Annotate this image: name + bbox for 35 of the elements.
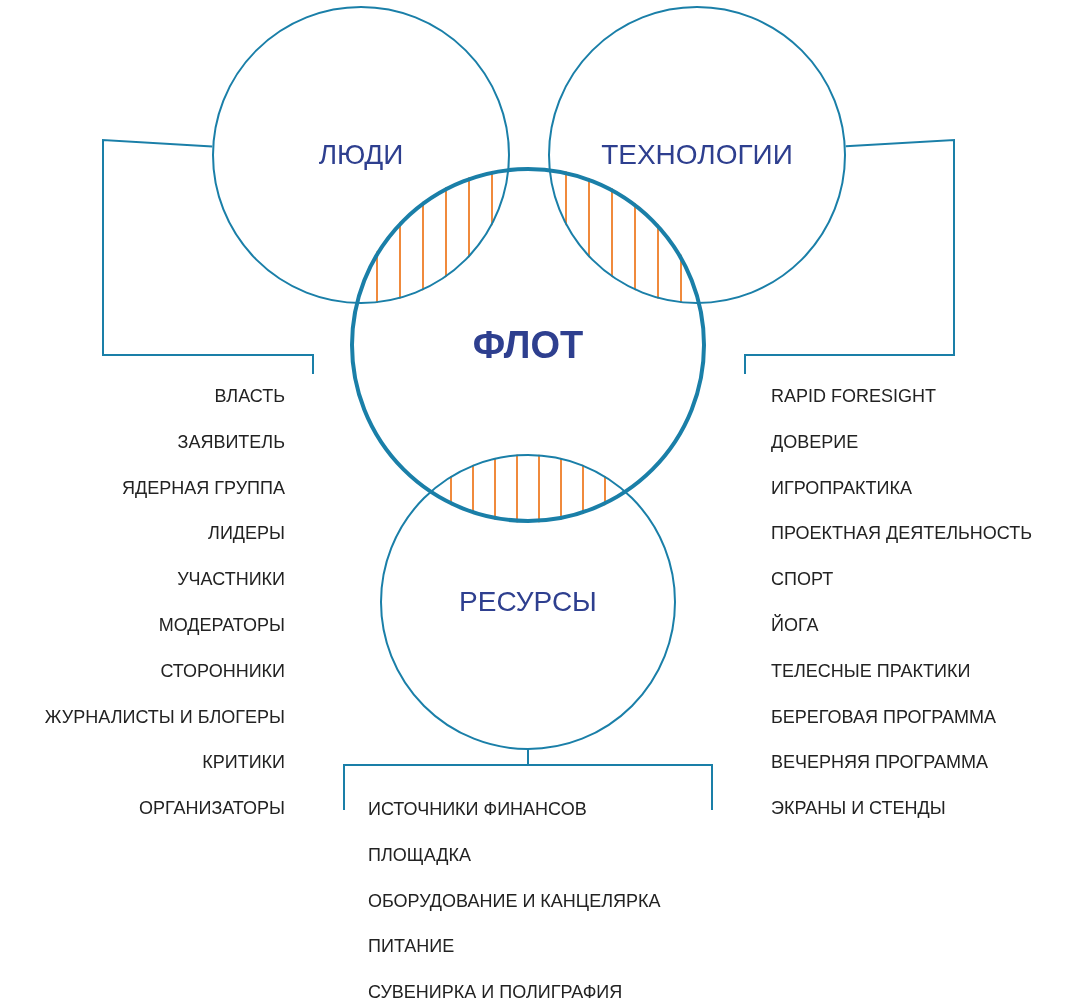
list-item: УЧАСТНИКИ <box>176 568 285 592</box>
list-item: ПРОЕКТНАЯ ДЕЯТЕЛЬНОСТЬ <box>771 522 1034 546</box>
bracket-connector <box>744 138 955 375</box>
list-item: ОБОРУДОВАНИЕ И КАНЦЕЛЯРКА <box>368 889 662 913</box>
venn-circle <box>548 6 846 304</box>
list-item: ВЛАСТЬ <box>213 385 285 408</box>
circle-label: РЕСУРСЫ <box>459 586 597 618</box>
list-item: СПОРТ <box>771 568 835 592</box>
list-item: ЯДЕРНАЯ ГРУППА <box>121 476 285 500</box>
list-item: ЙОГА <box>771 613 820 637</box>
list-item: КРИТИКИ <box>201 751 285 775</box>
list-item: ЛИДЕРЫ <box>207 522 285 546</box>
list-item: RAPID FORESIGHT <box>771 385 937 408</box>
circle-label: ЛЮДИ <box>318 139 404 171</box>
list-item: ЖУРНАЛИСТЫ И БЛОГЕРЫ <box>43 705 285 729</box>
list-item: БЕРЕГОВАЯ ПРОГРАММА <box>771 705 998 729</box>
list-item: СУВЕНИРКА И ПОЛИГРАФИЯ <box>368 981 624 1005</box>
list-item: ОРГАНИЗАТОРЫ <box>137 797 285 821</box>
venn-circle <box>380 454 676 750</box>
list-item: ВЕЧЕРНЯЯ ПРОГРАММА <box>771 751 990 775</box>
list-item: СТОРОННИКИ <box>159 659 285 683</box>
bracket-connector <box>343 749 713 811</box>
list-item: ЭКРАНЫ И СТЕНДЫ <box>771 797 947 821</box>
circle-label: ТЕХНОЛОГИИ <box>601 139 793 171</box>
venn-circle <box>212 6 510 304</box>
list-item: МОДЕРАТОРЫ <box>157 614 285 637</box>
list-item: ТЕЛЕСНЫЕ ПРАКТИКИ <box>771 659 972 683</box>
circle-label: ФЛОТ <box>472 323 584 367</box>
list-item: ИГРОПРАКТИКА <box>771 476 913 500</box>
bracket-connector <box>102 138 314 375</box>
list-item: ДОВЕРИЕ <box>771 430 860 454</box>
list-item: ЗАЯВИТЕЛЬ <box>176 430 285 454</box>
list-item: ПЛОЩАДКА <box>368 843 472 867</box>
list-item: ПИТАНИЕ <box>368 935 456 959</box>
list-item: ИСТОЧНИКИ ФИНАНСОВ <box>368 798 588 821</box>
